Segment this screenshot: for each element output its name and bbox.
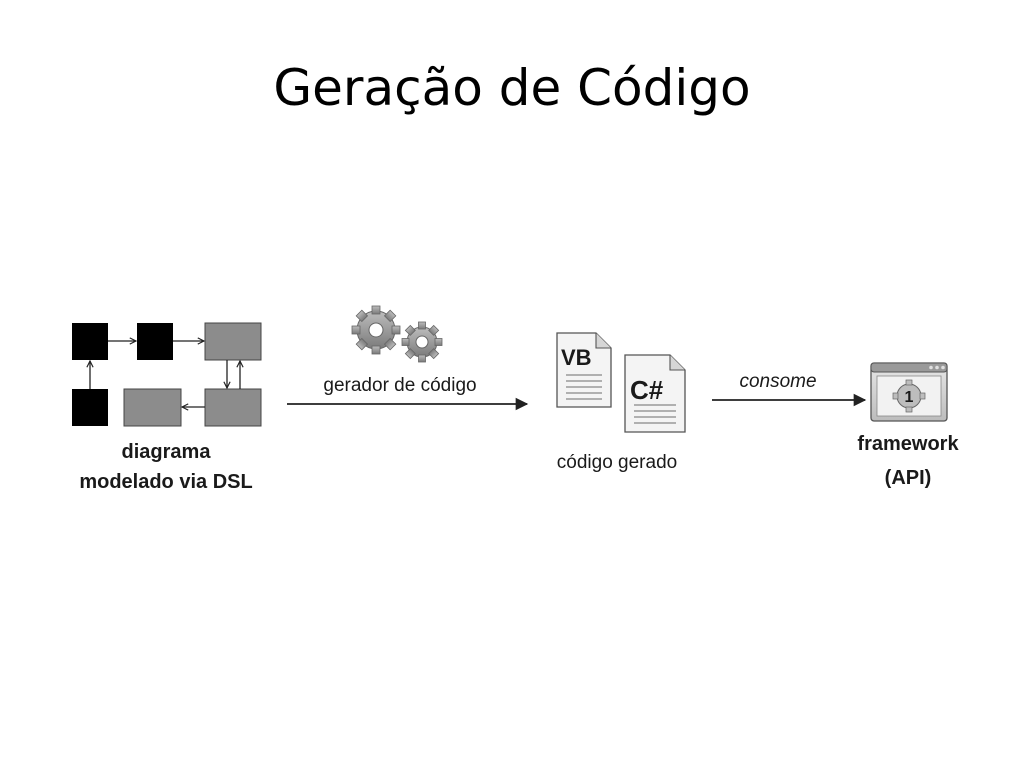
dsl-label-line2-bold: DSL [213, 471, 253, 493]
csharp-file-icon: C# [624, 354, 686, 433]
model-node-black-1 [72, 323, 108, 360]
framework-label-line1: framework [857, 433, 959, 455]
model-node-black-2 [137, 323, 173, 360]
vb-file-icon: VB [556, 332, 612, 408]
vb-file-glyph: VB [561, 345, 592, 370]
dsl-model-diagram: diagrama modelado via DSL [72, 322, 262, 493]
framework-window-icon: 1 [870, 362, 948, 422]
model-node-gray-1 [204, 322, 262, 361]
framework-label-line2: (API) [885, 467, 932, 489]
generated-code-label: código gerado [557, 452, 677, 473]
gears-icon [351, 305, 443, 363]
slide-title: Geração de Código [273, 59, 751, 117]
framework-window-glyph: 1 [905, 389, 914, 406]
model-node-black-3 [72, 389, 108, 426]
dsl-label-line2-plain: modelado via [79, 471, 212, 493]
generator-label: gerador de código [323, 375, 476, 396]
dsl-label-line1: diagrama [122, 441, 212, 463]
csharp-file-glyph: C# [630, 375, 664, 405]
model-node-gray-2 [123, 388, 182, 427]
dsl-label-line2: modelado via DSL [79, 471, 252, 493]
consume-label: consome [739, 371, 816, 392]
model-node-gray-3 [204, 388, 262, 427]
